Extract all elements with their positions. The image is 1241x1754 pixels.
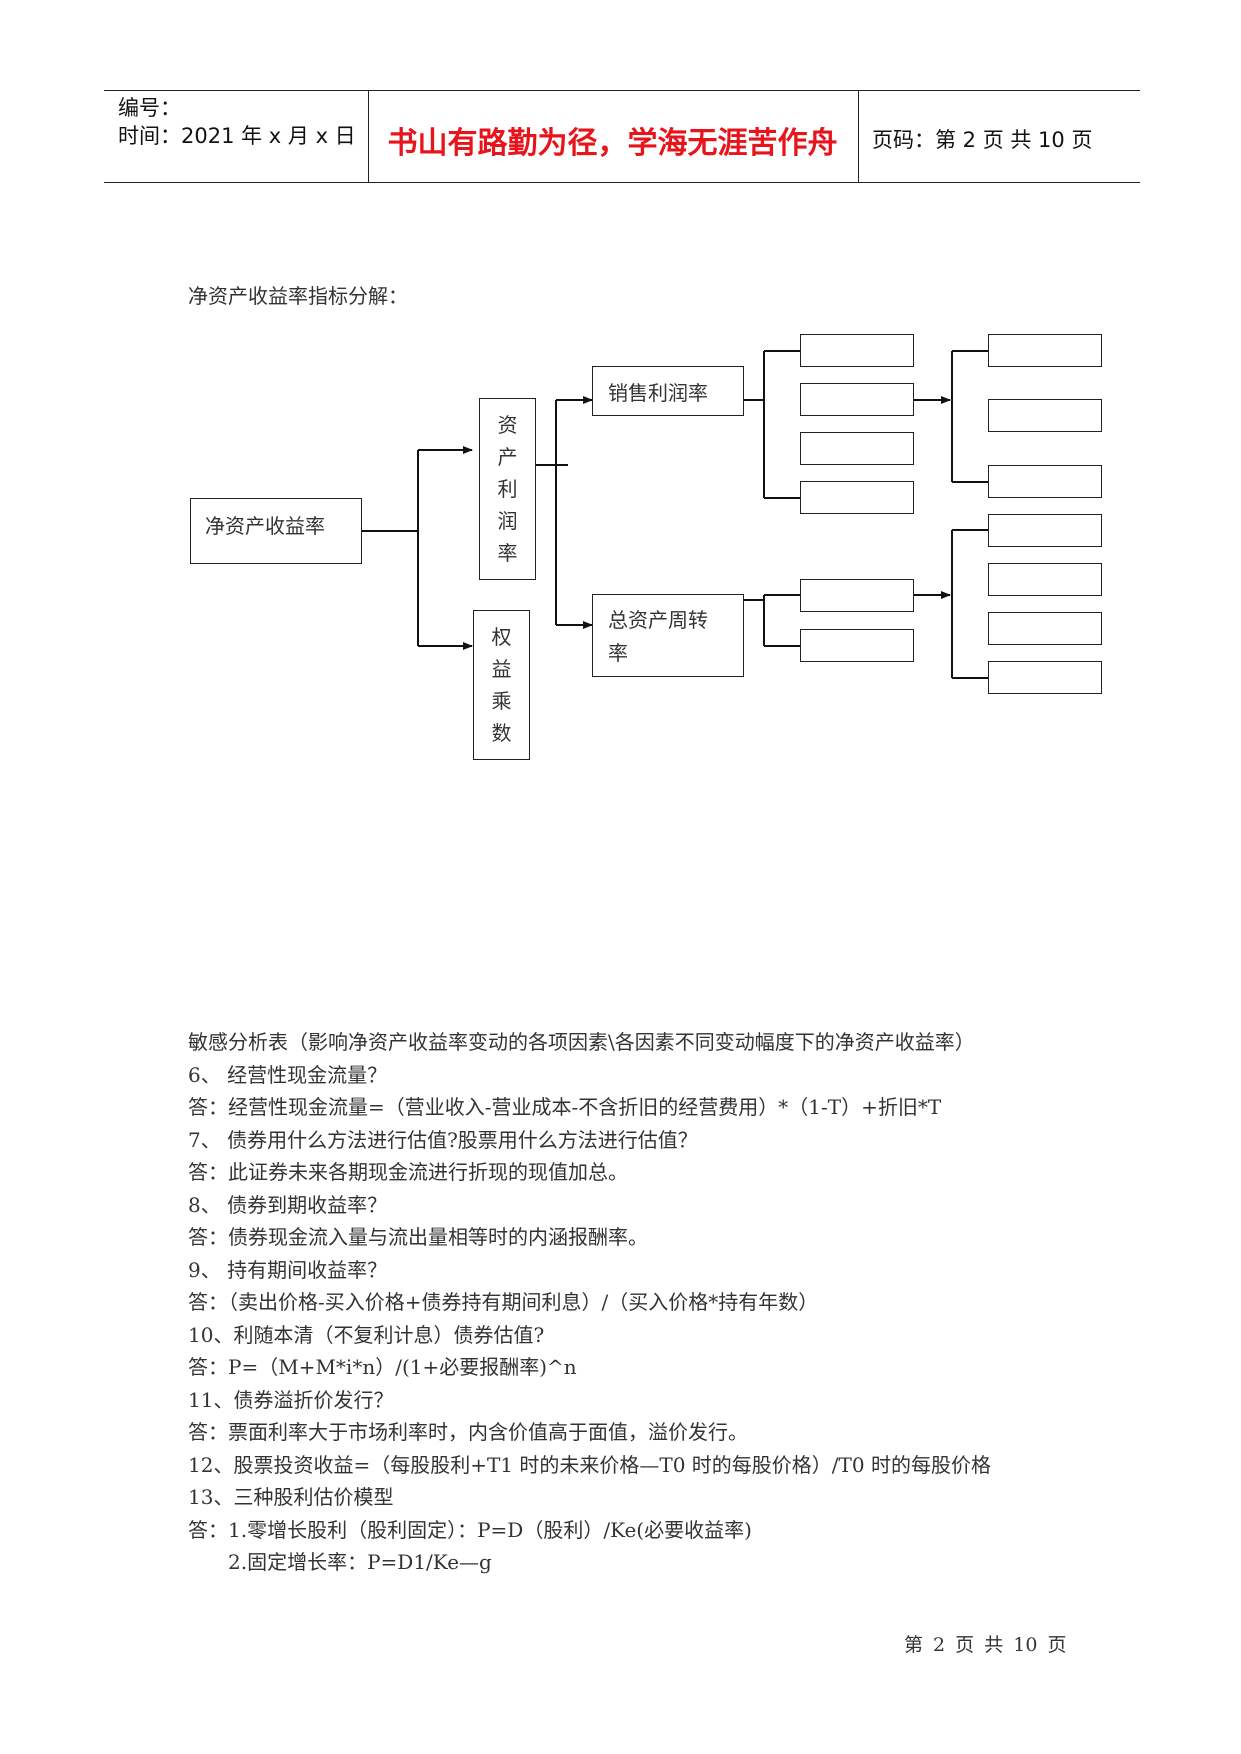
header-motto: 书山有路勤为径，学海无涯苦作舟	[387, 126, 838, 161]
empty-box	[988, 612, 1102, 645]
empty-box	[988, 661, 1102, 694]
empty-box	[800, 481, 914, 514]
header-divider-left	[368, 90, 369, 182]
footer-page-number: 第 2 页 共 10 页	[904, 1634, 1067, 1656]
equity-multiplier-box	[473, 610, 530, 760]
header-date: 时间：2021 年 x 月 x 日	[118, 124, 356, 148]
question-13: 13、三种股利估价模型	[188, 1485, 394, 1509]
empty-box	[988, 514, 1102, 547]
answer-7: 答：此证券未来各期现金流进行折现的现值加总。	[188, 1160, 628, 1184]
empty-box	[800, 629, 914, 662]
answer-13-model-2: 2.固定增长率：P=D1/Ke—g	[228, 1550, 492, 1574]
sensitivity-table-line: 敏感分析表（影响净资产收益率变动的各项因素\各因素不同变动幅度下的净资产收益率）	[188, 1030, 975, 1054]
empty-box	[988, 563, 1102, 596]
header-page-number: 页码：第 2 页 共 10 页	[872, 128, 1093, 152]
roa-box	[479, 398, 536, 580]
header-number: 编号：	[118, 96, 181, 120]
empty-box	[988, 399, 1102, 432]
empty-box	[800, 383, 914, 416]
asset-turnover-box	[592, 594, 744, 677]
equity-multiplier-label: 权 益 乘 数	[491, 625, 512, 745]
empty-box	[800, 334, 914, 367]
answer-6: 答：经营性现金流量=（营业收入-营业成本-不含折旧的经营费用）*（1-T）+折旧…	[188, 1095, 942, 1119]
header-bottom-rule	[104, 182, 1140, 183]
profit-margin-box	[592, 366, 744, 416]
asset-turnover-label-2: 率	[608, 641, 628, 665]
empty-box	[800, 579, 914, 612]
question-9: 9、 持有期间收益率？	[188, 1257, 388, 1282]
answer-10: 答：P=（M+M*i*n）/(1+必要报酬率)^n	[188, 1355, 577, 1379]
roe-label: 净资产收益率	[205, 514, 325, 538]
question-6: 6、 经营性现金流量？	[188, 1062, 388, 1087]
question-8: 8、 债券到期收益率？	[188, 1192, 388, 1217]
diagram-title: 净资产收益率指标分解：	[188, 284, 408, 308]
empty-box	[800, 432, 914, 465]
header-top-rule	[104, 90, 1140, 91]
empty-box	[988, 334, 1102, 367]
question-11: 11、债券溢折价发行？	[188, 1387, 394, 1412]
question-10: 10、利随本清（不复利计息）债券估值?	[188, 1322, 545, 1347]
question-12: 12、股票投资收益=（每股股利+T1 时的未来价格—T0 时的每股价格）/T0 …	[188, 1452, 991, 1477]
roe-box	[190, 498, 362, 564]
body-text: 敏感分析表（影响净资产收益率变动的各项因素\各因素不同变动幅度下的净资产收益率）…	[188, 1026, 1128, 1579]
question-7: 7、 债券用什么方法进行估值?股票用什么方法进行估值？	[188, 1127, 698, 1152]
header-divider-right	[858, 90, 859, 182]
roa-label: 资 产 利 润 率	[497, 413, 518, 565]
answer-8: 答：债券现金流入量与流出量相等时的内涵报酬率。	[188, 1225, 648, 1249]
profit-margin-label: 销售利润率	[608, 381, 708, 405]
answer-9: 答：（卖出价格-买入价格+债券持有期间利息）/（买入价格*持有年数）	[188, 1290, 819, 1314]
empty-box	[988, 465, 1102, 498]
answer-11: 答：票面利率大于市场利率时，内含价值高于面值，溢价发行。	[188, 1420, 748, 1444]
answer-13-model-1: 答：1.零增长股利（股利固定）：P=D（股利）/Ke(必要收益率)	[188, 1517, 752, 1542]
asset-turnover-label-1: 总资产周转	[608, 608, 708, 632]
